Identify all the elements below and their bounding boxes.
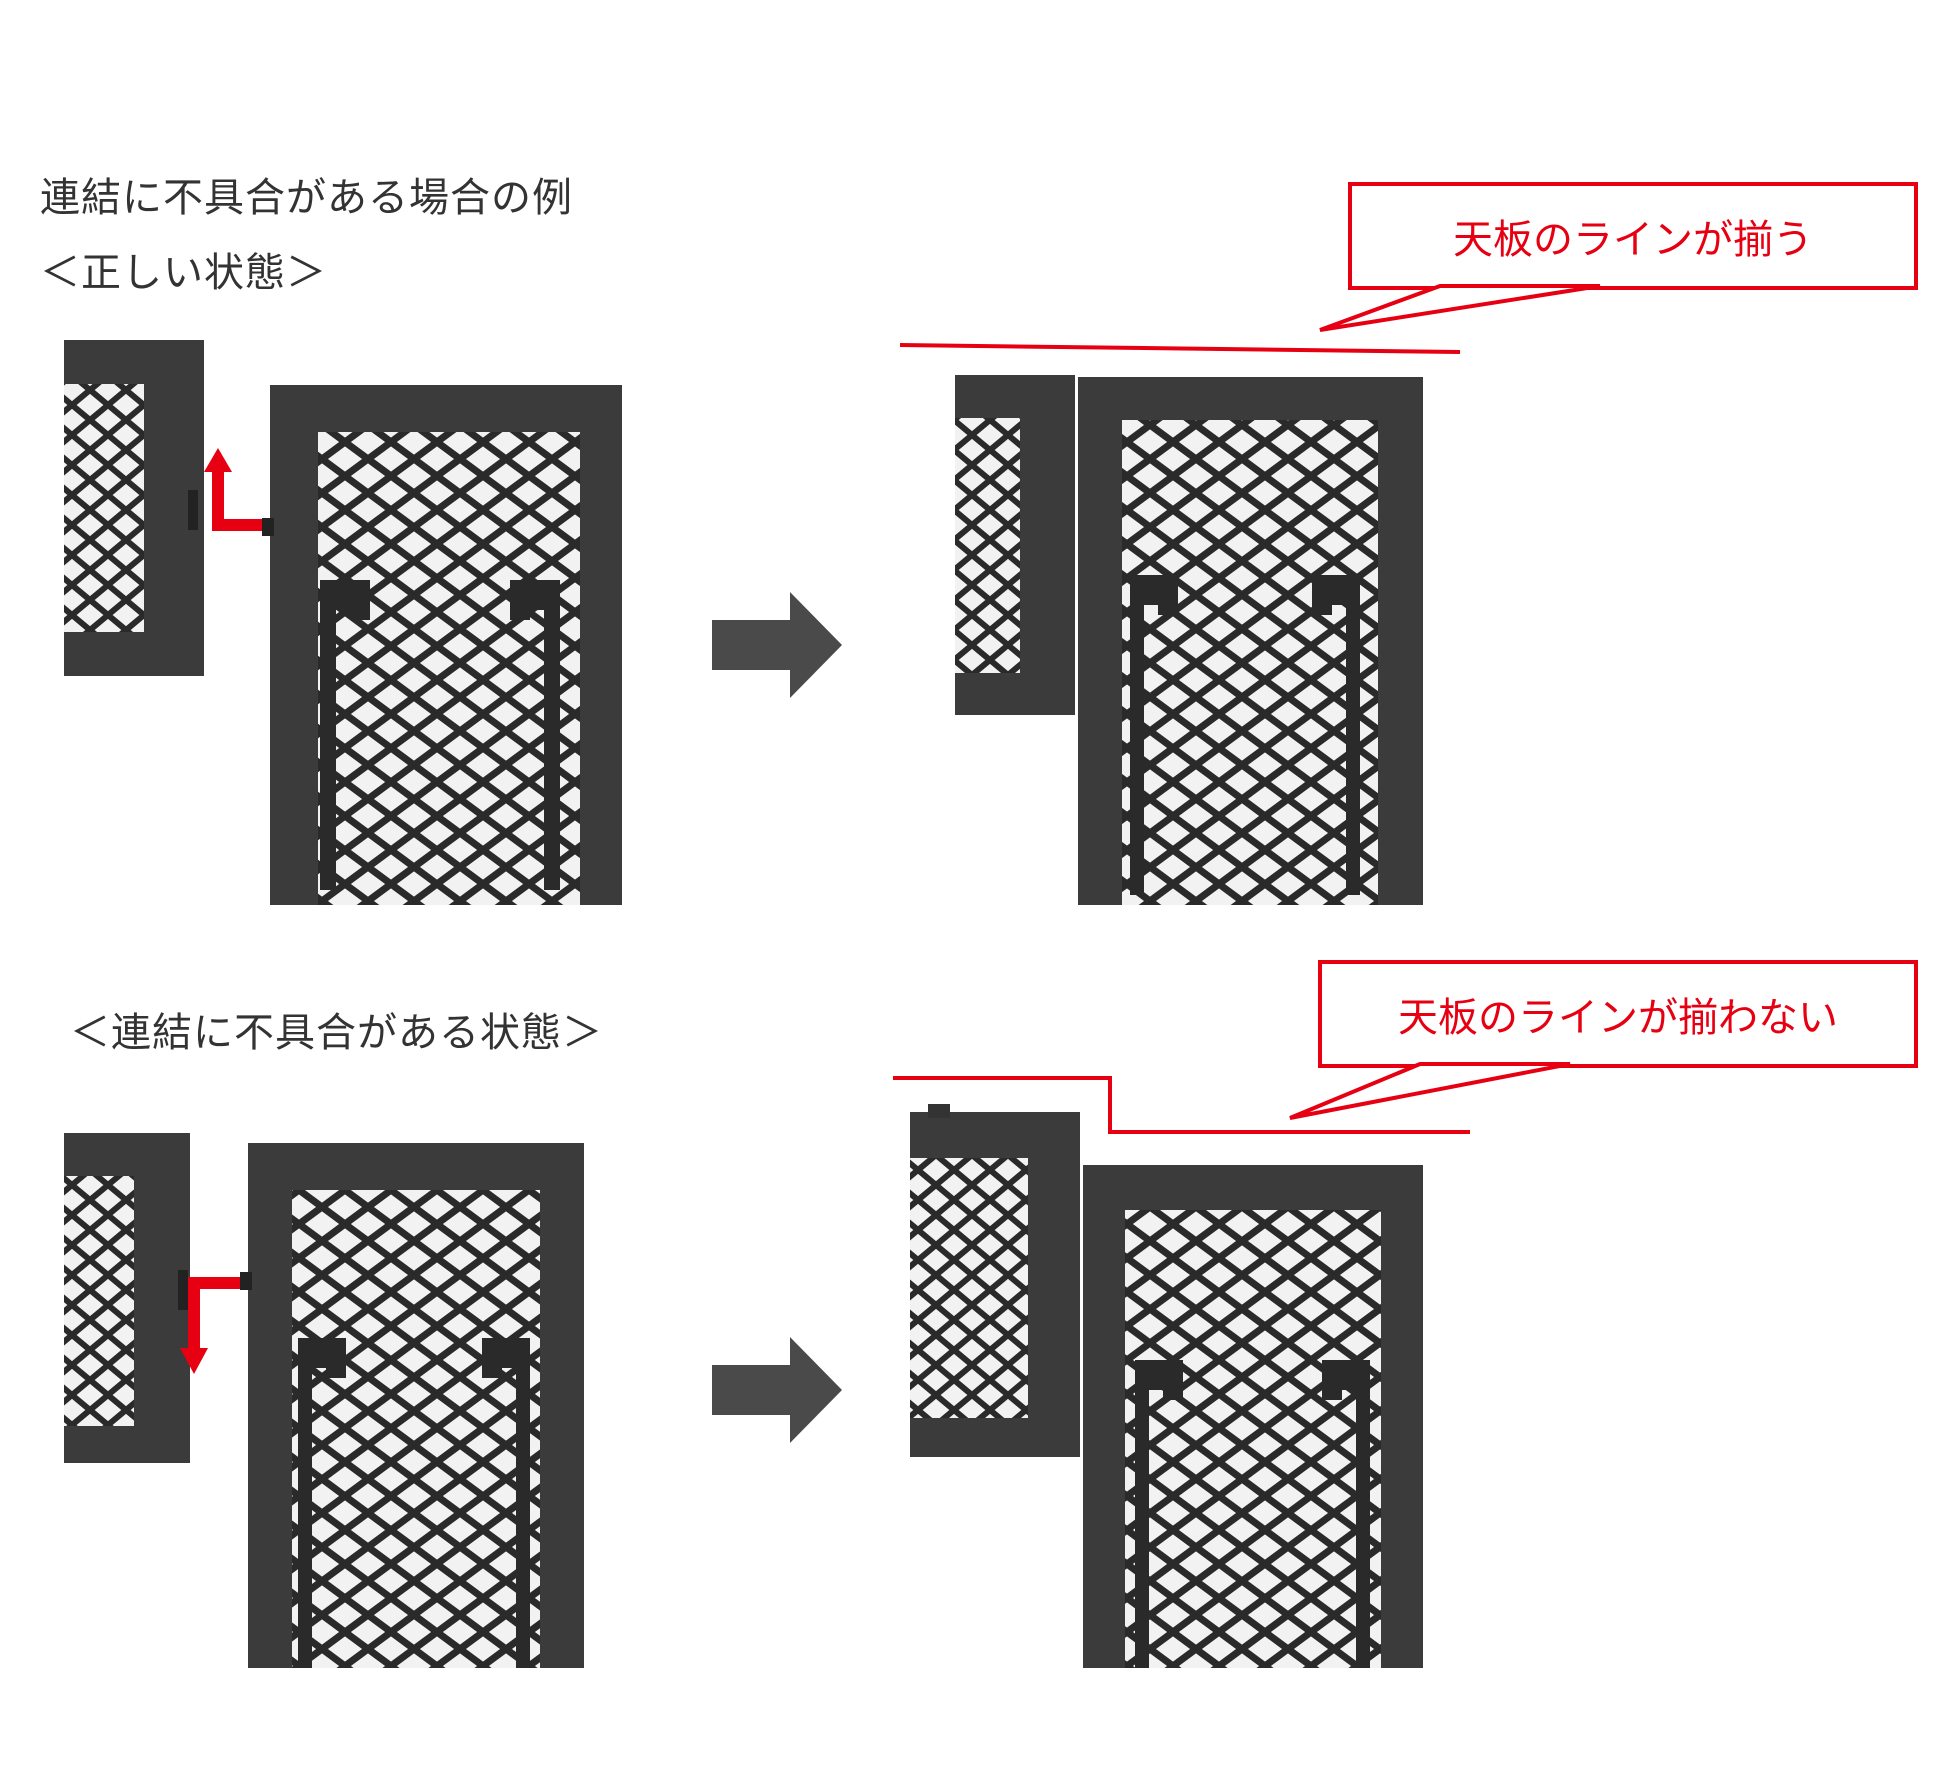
incorrect-result-panels — [910, 1104, 1423, 1668]
section-label-correct: ＜正しい状態＞ — [40, 250, 327, 296]
next-arrow-icon-2 — [712, 1337, 842, 1443]
arrow-down-icon — [180, 1277, 246, 1374]
page-title: 連結に不具合がある場合の例 — [40, 175, 573, 221]
incorrect-right-panel — [240, 1143, 584, 1668]
section-label-incorrect: ＜連結に不具合がある状態＞ — [70, 1010, 603, 1056]
next-arrow-icon — [712, 592, 842, 698]
callout-tail-aligned — [1319, 284, 1601, 332]
callout-aligned: 天板のラインが揃う — [1348, 182, 1918, 290]
arrow-up-icon — [204, 448, 262, 531]
incorrect-left-panel — [64, 1133, 190, 1463]
topline-misaligned — [893, 1076, 1470, 1134]
callout-misaligned: 天板のラインが揃わない — [1318, 960, 1918, 1068]
correct-right-panel — [262, 385, 622, 905]
correct-result-panels — [955, 375, 1423, 905]
callout-tail-misaligned — [1289, 1062, 1571, 1120]
correct-left-panel — [64, 340, 204, 676]
topline-aligned — [899, 343, 1461, 354]
